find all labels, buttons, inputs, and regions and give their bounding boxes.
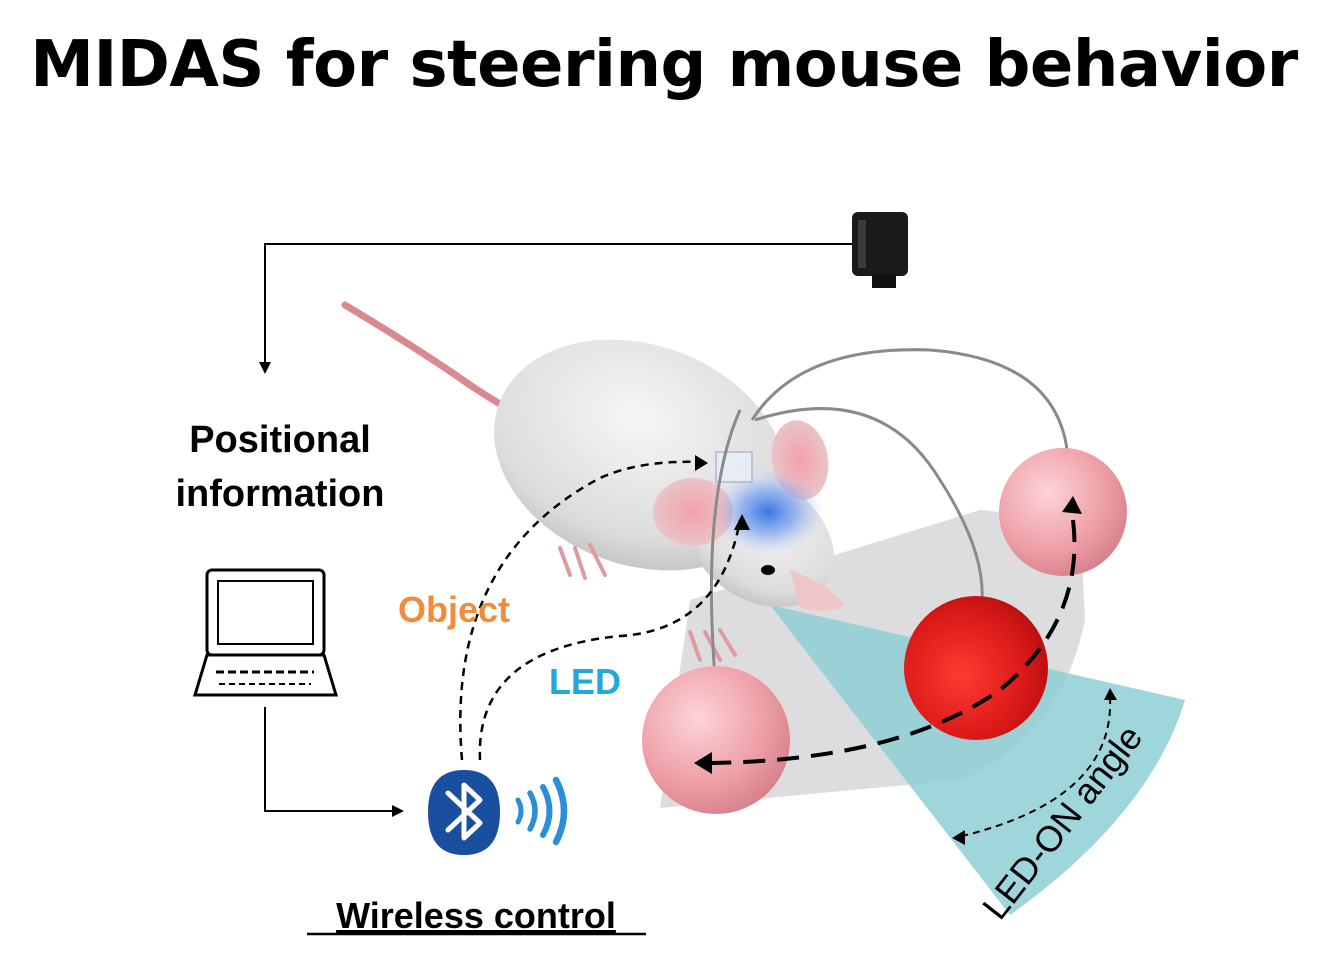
bluetooth-icon (428, 770, 500, 855)
wireless-signal-icon (515, 776, 568, 846)
laptop-to-bluetooth-arrow (264, 707, 404, 817)
optogenetic-stimulation-spot (713, 470, 823, 554)
led-cone (770, 605, 1185, 915)
mouse (494, 339, 845, 662)
positional-info-label-line1: Positional (189, 419, 371, 461)
object-wires (709, 348, 1070, 691)
led-label: LED (549, 661, 621, 702)
page-title: MIDAS for steering mouse behavior (30, 28, 1298, 102)
led-signal-arrowhead (734, 514, 750, 530)
positional-info-label-line2: information (176, 473, 385, 515)
head-implant (715, 451, 753, 483)
steering-path-arrow (694, 496, 1082, 774)
wireless-control-label: Wireless control (336, 895, 616, 936)
signal-paths (459, 460, 742, 761)
mouse-tail (341, 301, 524, 419)
camera-feedback-arrow (259, 243, 852, 374)
object-label: Object (398, 589, 510, 630)
object-sphere-left (642, 666, 790, 814)
camera-icon (852, 212, 908, 288)
object-signal-arrowhead (695, 455, 708, 471)
laptop-icon (192, 568, 339, 697)
mouse-eye (761, 565, 775, 575)
object-sphere-active (904, 596, 1048, 740)
led-on-angle-arc (952, 688, 1117, 845)
